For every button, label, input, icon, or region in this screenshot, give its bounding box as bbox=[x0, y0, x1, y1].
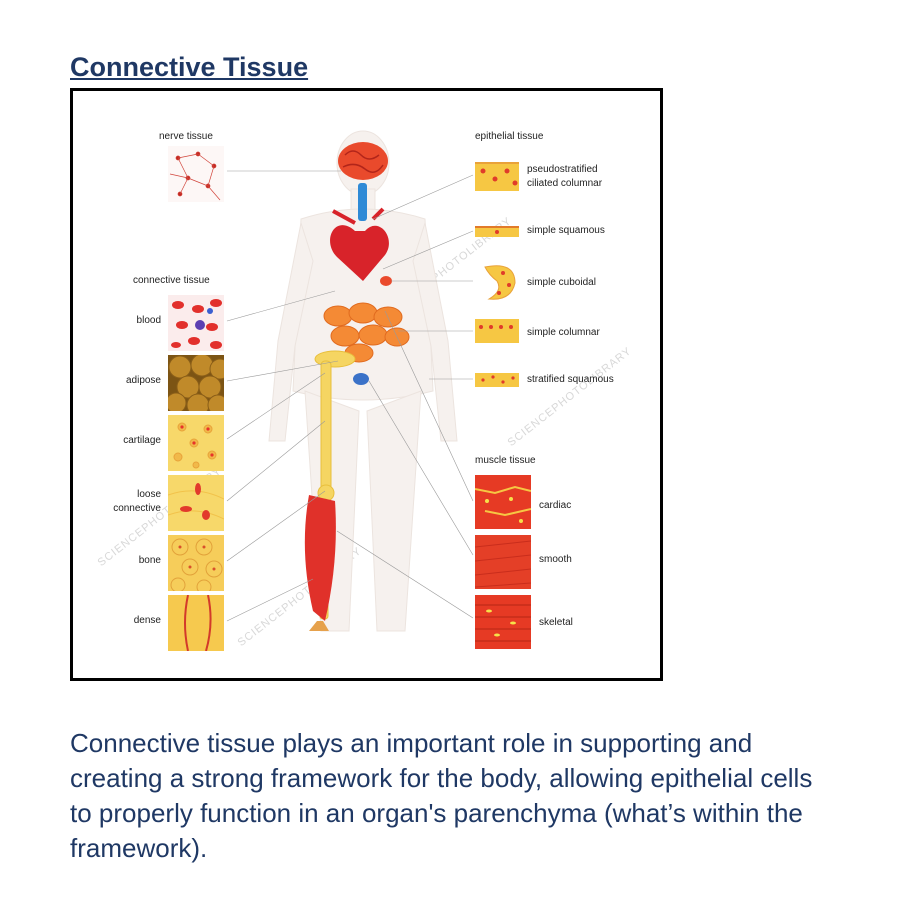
stratified-squamous-label: stratified squamous bbox=[527, 374, 614, 385]
loose-label: loose bbox=[137, 489, 161, 500]
trachea-icon bbox=[358, 183, 367, 221]
bone-tile bbox=[168, 535, 224, 591]
leg-muscle-icon bbox=[304, 495, 336, 621]
nerve-tissue-tile bbox=[168, 146, 224, 202]
cartilage-label: cartilage bbox=[123, 435, 161, 446]
dense-label: dense bbox=[133, 615, 161, 626]
brain-icon bbox=[338, 142, 388, 180]
skeletal-muscle-tile bbox=[475, 595, 531, 649]
kidney-icon bbox=[380, 276, 392, 286]
connector-lines bbox=[226, 170, 474, 622]
stratified-squamous-tile bbox=[475, 373, 519, 387]
cardiac-muscle-tile bbox=[475, 475, 531, 529]
ciliated-columnar-label: ciliated columnar bbox=[527, 178, 603, 189]
simple-squamous-label: simple squamous bbox=[527, 225, 605, 236]
skeletal-label: skeletal bbox=[539, 617, 573, 628]
connective-label: connective bbox=[113, 503, 161, 514]
adipose-tile bbox=[168, 355, 224, 411]
pseudostratified-tile bbox=[475, 162, 519, 191]
human-body-illustration bbox=[268, 130, 458, 632]
dense-tile bbox=[168, 595, 224, 651]
cartilage-tile bbox=[168, 415, 224, 471]
cardiac-label: cardiac bbox=[539, 500, 572, 511]
bladder-icon bbox=[353, 373, 369, 385]
heart-icon bbox=[330, 225, 389, 281]
simple-squamous-tile bbox=[475, 226, 519, 237]
connective-tissue-header: connective tissue bbox=[133, 275, 210, 286]
pseudostratified-label: pseudostratified bbox=[527, 164, 598, 175]
page-title: Connective Tissue bbox=[70, 52, 309, 82]
smooth-muscle-tile bbox=[475, 535, 531, 589]
tissue-diagram: SCIENCEPHOTOLIBRARY SCIENCEPHOTOLIBRARY … bbox=[70, 88, 663, 681]
adipose-label: adipose bbox=[125, 375, 161, 386]
epithelial-tissue-header: epithelial tissue bbox=[475, 131, 544, 142]
loose-connective-tile bbox=[168, 475, 224, 531]
blood-tile bbox=[168, 295, 224, 351]
simple-columnar-label: simple columnar bbox=[527, 327, 600, 338]
simple-columnar-tile bbox=[475, 319, 519, 343]
bone-label: bone bbox=[138, 555, 161, 566]
simple-cuboidal-label: simple cuboidal bbox=[527, 277, 596, 288]
blood-label: blood bbox=[136, 315, 161, 326]
description-paragraph: Connective tissue plays an important rol… bbox=[70, 728, 813, 863]
nerve-tissue-label: nerve tissue bbox=[159, 131, 213, 142]
muscle-tissue-header: muscle tissue bbox=[475, 455, 536, 466]
smooth-label: smooth bbox=[539, 554, 572, 565]
simple-cuboidal-tile bbox=[484, 265, 516, 300]
